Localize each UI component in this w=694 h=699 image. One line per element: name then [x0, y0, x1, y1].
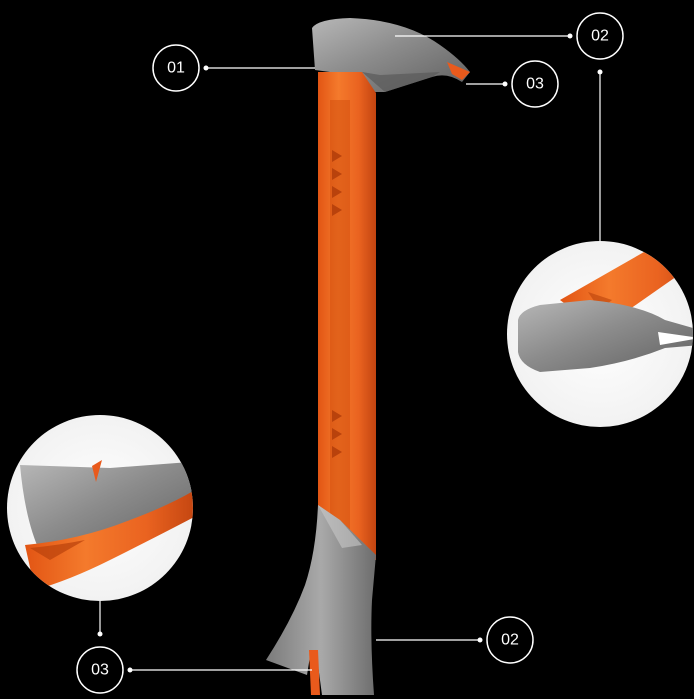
callout-01-label: 01	[167, 60, 185, 77]
callout-03-top-label: 03	[526, 76, 544, 93]
callout-02-bottom-label: 02	[501, 632, 519, 649]
chisel-end-detail	[7, 415, 198, 601]
claw-end-detail	[507, 220, 694, 427]
callout-02-top-label: 02	[591, 28, 609, 45]
callout-03-top: 03	[466, 61, 558, 107]
callout-03-bottom-label: 03	[91, 662, 109, 679]
callout-01: 01	[153, 45, 315, 91]
handle-groove	[330, 100, 350, 545]
callout-02-bottom: 02	[376, 617, 533, 663]
pry-bar-tool	[266, 18, 470, 695]
